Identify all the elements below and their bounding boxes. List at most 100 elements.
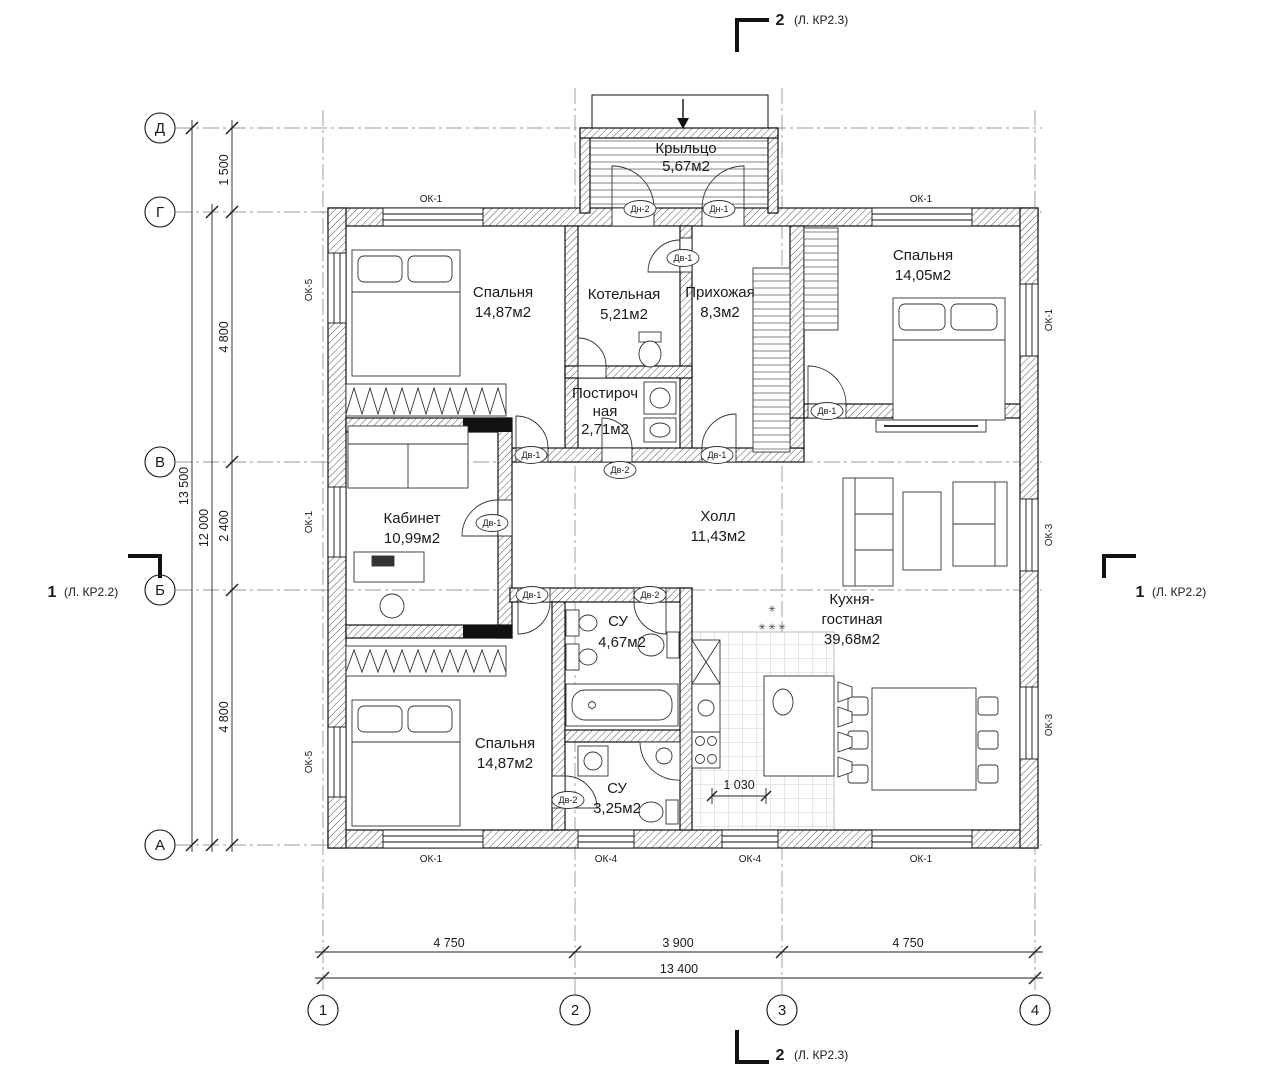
room-label-kitchen-1: Кухня- [829,591,874,608]
bed-bl [351,699,461,827]
svg-text:Дв-1: Дв-1 [522,450,541,460]
window-ok1-bottom-right [871,829,973,849]
section-right-num: 1 [1136,584,1145,601]
section-top-num: 2 [776,12,785,29]
dim-h1: 4 750 [433,936,464,950]
closet-entry [752,267,791,453]
room-area-bath1: 4,67м2 [598,634,646,651]
window-tag-ok1-bottom-left: ОК-1 [420,854,443,865]
svg-text:Дв-2: Дв-2 [611,465,630,475]
door-tag-dv1-bedroom-tl: Дв-1 [514,446,548,464]
porch-structure [590,94,769,208]
room-area-bath2: 3,25м2 [593,800,641,817]
room-area-entry: 8,3м2 [700,304,740,321]
kitchen-units [691,639,721,769]
window-ok1-right-top [1019,283,1039,357]
room-area-office: 10,99м2 [384,530,440,547]
dim-v2: 4 800 [217,321,231,352]
axis-row-a: А [155,837,165,854]
window-ok5-left-bottom [327,726,347,798]
door-tag-dv1-bedroom-bl: Дв-1 [515,586,549,604]
office-desk [353,551,425,619]
door-tag-dv2-bath1: Дв-2 [633,586,667,604]
tv-console [875,419,987,433]
window-tags: ОК-1 ОК-1 ОК-1 ОК-4 ОК-4 ОК-1 ОК-5 ОК-1 … [304,194,1055,865]
door-tag-dv1-entry: Дв-1 [700,446,734,464]
room-label-laundry-2: ная [593,403,618,420]
room-label-office: Кабинет [383,510,440,527]
room-label-boiler: Котельная [588,286,661,303]
axis-col-4: 4 [1031,1002,1039,1019]
svg-text:Дв-2: Дв-2 [559,795,578,805]
axis-col-2: 2 [571,1002,579,1019]
wall-solid-piers [463,418,512,638]
svg-text:Дн-2: Дн-2 [630,204,649,214]
dimension-labels: 1 500 4 800 2 400 4 800 12 000 13 500 4 … [177,154,924,976]
room-label-porch: Крыльцо [655,140,716,157]
wardrobes [345,227,839,677]
window-tag-ok1-left-mid: ОК-1 [304,510,315,533]
wardrobe-bedroom-tl [345,383,507,417]
wardrobe-bedroom-bl [345,645,507,677]
dim-v1: 1 500 [217,154,231,185]
svg-text:Дв-1: Дв-1 [818,406,837,416]
axis-row-v: В [155,454,165,471]
axis-row-d: Д [155,120,165,137]
room-label-entry: Прихожая [685,284,755,301]
bed-tl [351,249,461,377]
axis-col-3: 3 [778,1002,786,1019]
window-ok3-right-bottom [1019,686,1039,760]
dimension-lines [185,120,1043,985]
window-ok5-left-top [327,252,347,324]
living-sofa-left [842,477,894,587]
dimension-ticks [185,121,1042,985]
room-label-laundry-1: Постироч [572,385,638,402]
island-dimension [706,788,772,804]
door-tags: Дн-2 Дн-1 Дв-1 Дв-1 Дв-1 Дв-1 Дв-2 Дв-1 … [475,200,844,809]
dim-h-total: 13 400 [660,962,698,976]
window-ok3-right-mid [1019,498,1039,572]
room-label-bedroom-tr: Спальня [893,247,953,264]
window-ok4-bottom-1 [577,829,635,849]
section-labels: 2 (Л. КР2.3) 2 (Л. КР2.3) 1 (Л. КР2.2) 1… [48,12,1207,1064]
section-marks [128,18,1136,1064]
room-area-bedroom-bl: 14,87м2 [477,755,533,772]
dim-h3: 4 750 [892,936,923,950]
window-ok1-left-mid [327,486,347,558]
coffee-table [902,491,942,571]
door-tag-dn1: Дн-1 [702,200,736,218]
dim-v-sub: 12 000 [197,509,211,547]
dim-v-total: 13 500 [177,467,191,505]
room-labels: Крыльцо 5,67м2 Спальня 14,87м2 Котельная… [383,140,953,817]
window-ok1-top-left [382,207,484,227]
living-sofa-right [952,481,1008,567]
axis-bubbles: Д Г В Б А 1 2 3 4 [144,112,1051,1026]
window-tag-ok1-bottom-right: ОК-1 [910,854,933,865]
kitchen-island [763,675,853,778]
room-area-porch: 5,67м2 [662,158,710,175]
window-tag-ok4-bottom-1: ОК-4 [595,854,618,865]
room-area-boiler: 5,21м2 [600,306,648,323]
door-tag-dv2-bath2: Дв-2 [551,791,585,809]
axis-col-1: 1 [319,1002,327,1019]
office-sofa [347,425,469,489]
vent-mark-1: ✳ [768,604,776,614]
window-tag-ok1-right-top: ОК-1 [1044,308,1055,331]
dim-v3: 2 400 [217,510,231,541]
axis-row-b: Б [155,582,165,599]
svg-text:Дв-1: Дв-1 [523,590,542,600]
svg-text:Дв-2: Дв-2 [641,590,660,600]
svg-text:Дв-1: Дв-1 [674,253,693,263]
window-ok4-bottom-2 [721,829,779,849]
window-ok1-bottom-left [382,829,484,849]
island-dim-label: 1 030 [723,778,754,792]
room-label-hall: Холл [700,508,735,525]
bath2-fixtures [577,741,681,825]
room-area-hall: 11,43м2 [690,528,745,545]
door-tag-dv1-boiler: Дв-1 [666,249,700,267]
door-tag-dv1-office: Дв-1 [475,514,509,532]
room-area-bedroom-tl: 14,87м2 [475,304,531,321]
room-label-kitchen-2: гостиная [822,611,883,628]
svg-text:Дн-1: Дн-1 [709,204,728,214]
